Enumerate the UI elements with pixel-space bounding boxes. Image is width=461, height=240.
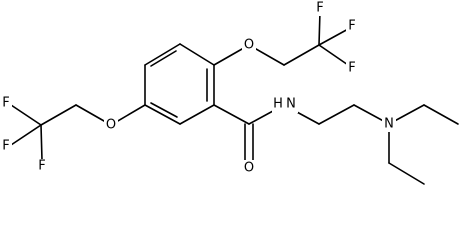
bond-ring-3-inner [150, 102, 178, 118]
atom-labels: O F F F O F F F [0, 1, 396, 176]
fluorine-left-2-label: F [2, 139, 9, 154]
fluorine-left-3-label: F [38, 159, 45, 174]
bond-ethyl-a-2 [423, 104, 459, 125]
bond-ring-3 [144, 104, 181, 125]
bond-c-f-top-3 [318, 44, 352, 68]
molecule-structure: O F F F O F F F [0, 0, 459, 185]
amide-nh: H N [272, 96, 298, 113]
fluorine-left-1-label: F [2, 96, 9, 111]
oxygen-top: O [242, 37, 256, 53]
bond-ring-6 [179, 43, 215, 66]
bond-ring-1-inner [150, 50, 177, 67]
bond-c-f-top-1 [318, 10, 321, 46]
fluorine-top-2: F [346, 19, 358, 34]
bonds [7, 10, 459, 185]
bond-ring-4 [179, 104, 215, 125]
fluorine-top-1-label: F [316, 1, 323, 16]
bond-ethyl-b-2 [388, 162, 425, 185]
bond-ring-1 [144, 43, 181, 66]
amide-n-label: N [286, 97, 296, 112]
bond-c-f-left-3 [40, 124, 43, 161]
oxygen-left-label: O [106, 118, 116, 133]
bond-ring-carbonyl [213, 104, 250, 125]
fluorine-top-3-label: F [348, 61, 355, 76]
bond-c-f-left-2 [7, 124, 42, 148]
oxygen-top-label: O [244, 38, 254, 53]
oxygen-left: O [104, 117, 118, 133]
carbonyl-oxygen-label: O [244, 161, 254, 176]
fluorine-top-3: F [346, 61, 358, 76]
fluorine-top-2-label: F [348, 19, 355, 34]
fluorine-left-2: F [0, 139, 12, 154]
amine-nitrogen: N [382, 116, 396, 132]
bond-ch2-cf3-left [40, 104, 77, 126]
fluorine-left-3: F [36, 159, 48, 174]
amine-nitrogen-label: N [384, 117, 394, 132]
bond-c-f-top-2 [318, 27, 351, 46]
fluorine-left-1: F [0, 96, 12, 111]
fluorine-top-1: F [314, 1, 326, 16]
bond-ch2-ch2 [318, 104, 355, 125]
carbonyl-oxygen: O [242, 160, 256, 176]
bond-ch2-cf3-top [283, 44, 320, 66]
amide-h-label: H [273, 97, 283, 112]
bond-c-f-left-1 [7, 102, 42, 126]
